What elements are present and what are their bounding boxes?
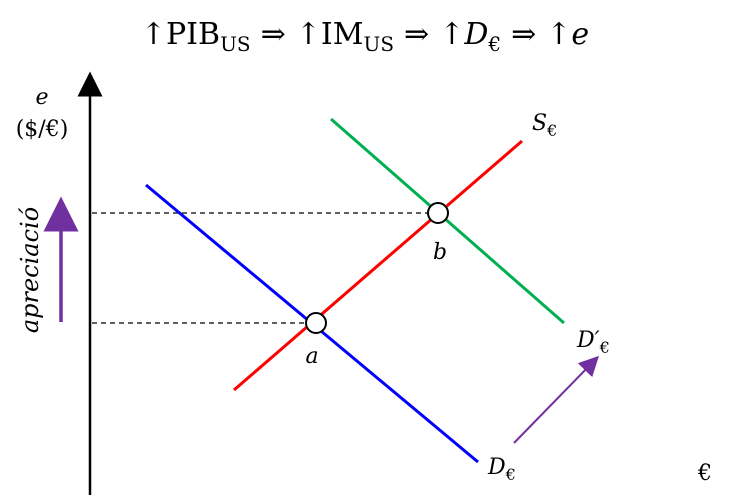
title-implies-1: ⇒ [261, 17, 286, 52]
point-a-label: a [305, 344, 318, 369]
demand-label: D€ [487, 455, 516, 484]
title-arrow-3: ↑ [439, 17, 464, 52]
title-im-sub: US [363, 32, 394, 56]
appreciation-label: apreciació [16, 207, 44, 333]
title-arrow-1: ↑ [141, 17, 166, 52]
y-axis-units: ($/€) [16, 117, 69, 142]
supply-label: S€ [532, 111, 557, 140]
title-implies-2: ⇒ [404, 17, 429, 52]
equilibrium-point-a [305, 312, 327, 334]
x-axis-label: € [697, 461, 712, 486]
title-pib: PIB [166, 17, 220, 52]
title-d: D [463, 17, 488, 52]
point-b-label: b [433, 240, 447, 265]
supply-curve [233, 139, 523, 392]
title-pib-sub: US [220, 32, 251, 56]
demand-shift-arrow-icon [513, 355, 599, 444]
title-arrow-4: ↑ [546, 17, 571, 52]
title-implies-3: ⇒ [511, 17, 536, 52]
new-demand-label: D′€ [576, 328, 610, 357]
diagram-title: ↑PIBUS⇒↑IMUS⇒↑D€⇒↑e [141, 17, 589, 56]
y-axis-label: e [35, 85, 48, 110]
title-d-sub: € [487, 32, 501, 56]
title-im: IM [321, 17, 364, 52]
equilibrium-point-b [427, 202, 449, 224]
title-e: e [571, 17, 589, 52]
title-arrow-2: ↑ [296, 17, 321, 52]
new-demand-curve [330, 117, 565, 325]
